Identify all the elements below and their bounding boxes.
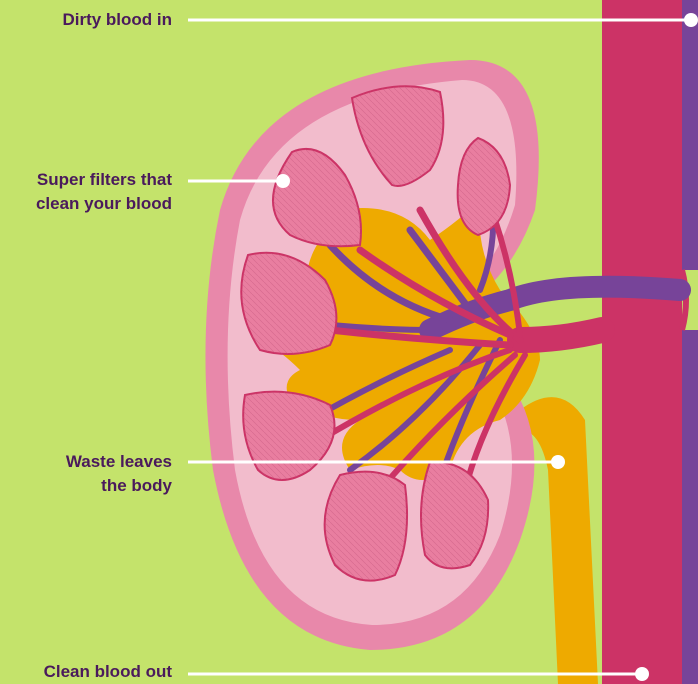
vena-cava-vessel-lower — [680, 330, 698, 684]
pointer-dot — [635, 667, 649, 681]
label-dirty-blood-in: Dirty blood in — [62, 8, 172, 32]
label-waste-leaves: Waste leaves the body — [66, 450, 172, 498]
vena-cava-vessel — [680, 0, 698, 270]
pointer-dot — [276, 174, 290, 188]
label-super-filters: Super filters that clean your blood — [36, 168, 172, 216]
pointer-dot — [551, 455, 565, 469]
label-clean-blood-out: Clean blood out — [44, 660, 172, 684]
aorta-vessel — [602, 0, 682, 684]
pointer-dot — [684, 13, 698, 27]
